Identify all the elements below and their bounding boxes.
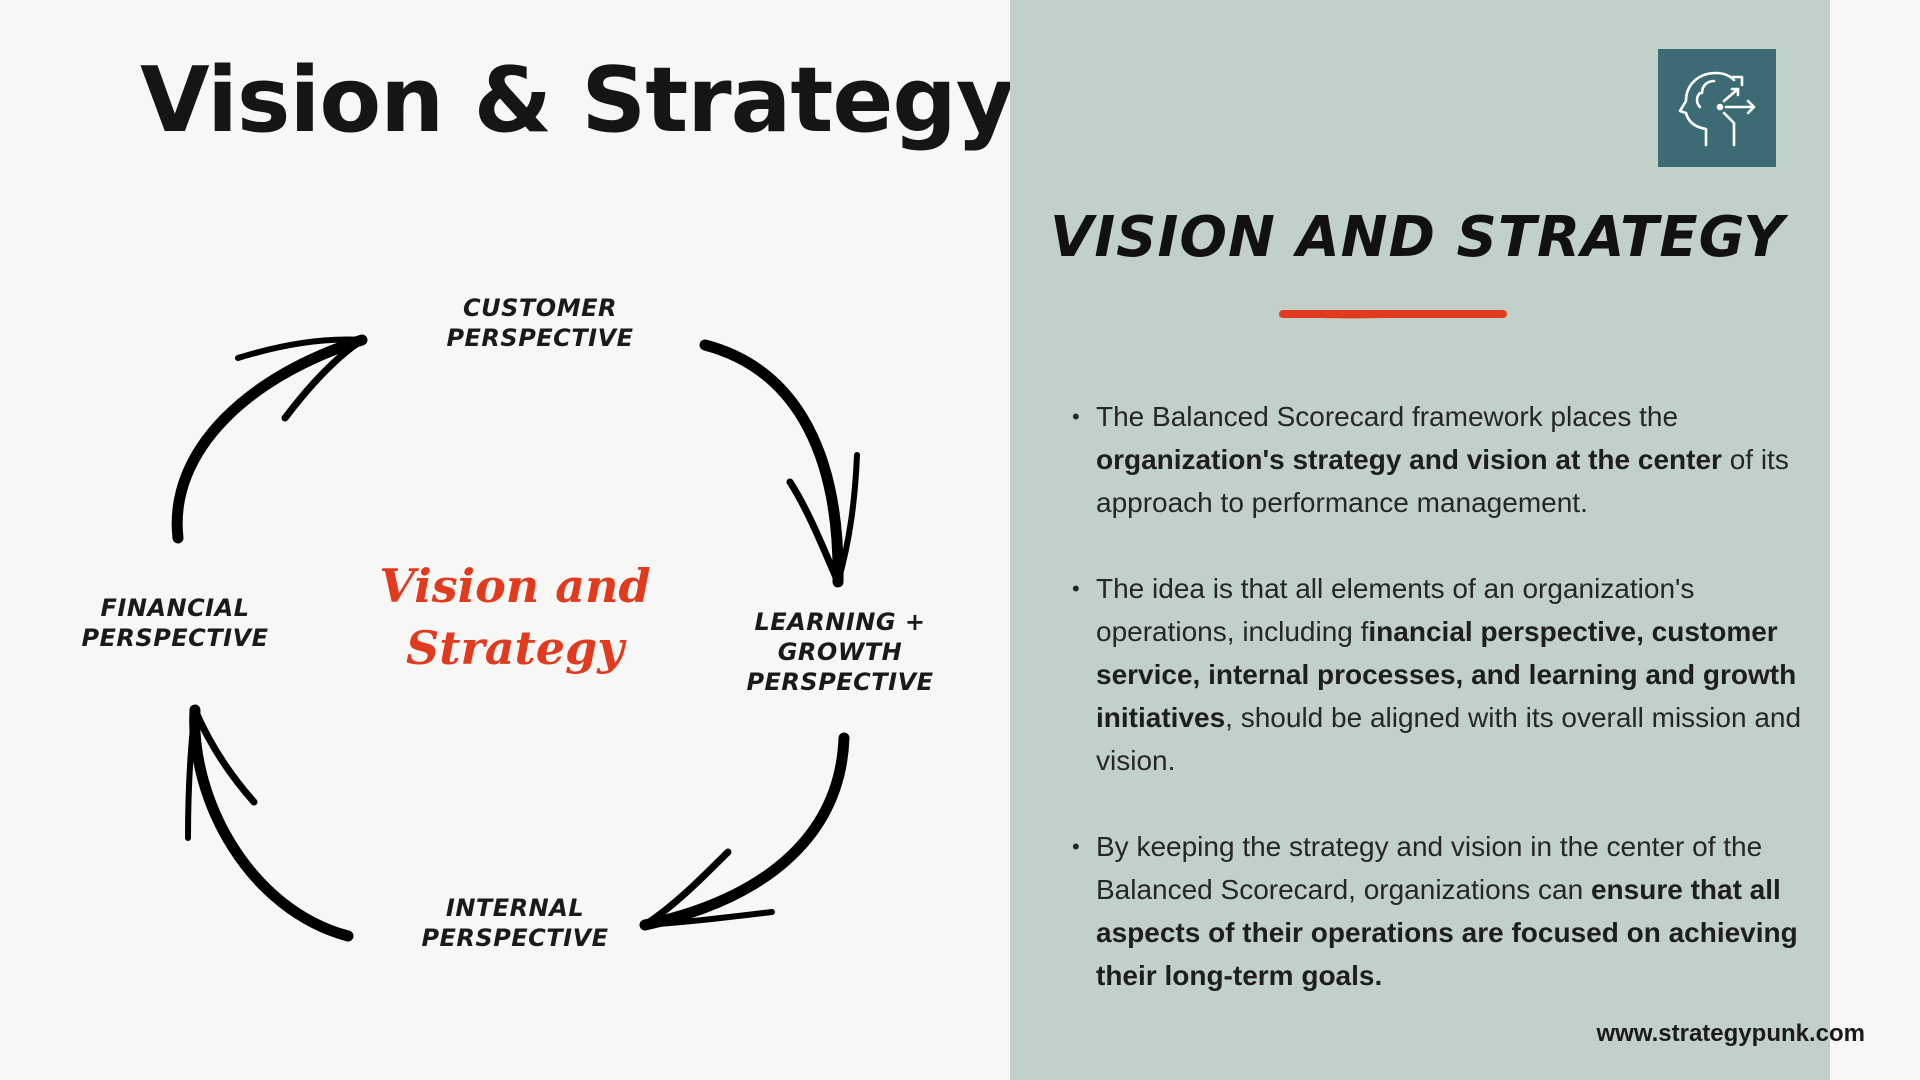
bullet-text: , should be aligned with its overall mis… [1096, 702, 1802, 776]
info-panel: Vision and Strategy The Balanced Scoreca… [1010, 0, 1830, 1080]
arrow-learning-to-internal [639, 732, 850, 931]
arrow-customer-to-learning [699, 339, 860, 588]
arrow-financial-to-customer [171, 334, 368, 544]
right-margin [1830, 0, 1920, 1080]
diagram-area: Vision & Strategy [81, 48, 1015, 952]
bullet-item: The Balanced Scorecard framework places … [1072, 395, 1802, 524]
node-learning-growth-perspective: Learning + Growth Perspective [746, 608, 934, 696]
bullet-bold-text: inancial perspective, customer service, … [1096, 616, 1797, 733]
bullet-item: The idea is that all elements of an orga… [1072, 567, 1802, 782]
center-vision-strategy: Vision and Strategy [379, 559, 651, 675]
bullet-text: The Balanced Scorecard framework places … [1096, 401, 1679, 432]
node-internal-perspective: Internal Perspective [421, 894, 609, 952]
bullet-text: of its approach to performance managemen… [1096, 444, 1789, 518]
page-title: Vision & Strategy [140, 48, 1015, 153]
head-strategy-arrows-icon [1658, 49, 1776, 167]
bullet-text: The idea is that all elements of an orga… [1096, 573, 1695, 647]
node-customer-perspective: Customer Perspective [446, 294, 634, 352]
bullet-bold-text: ensure that all aspects of their operati… [1096, 874, 1798, 991]
panel-heading: Vision and Strategy [1050, 205, 1785, 270]
cycle-arrows [171, 334, 860, 942]
node-financial-perspective: Financial Perspective [81, 594, 269, 652]
arrow-internal-to-financial [185, 704, 354, 942]
bullet-bold-text: organization's strategy and vision at th… [1096, 444, 1722, 475]
bullet-list: The Balanced Scorecard framework places … [1072, 395, 1802, 1040]
bullet-item: By keeping the strategy and vision in th… [1072, 825, 1802, 997]
website-link[interactable]: www.strategypunk.com [1596, 1020, 1866, 1047]
red-brush-underline [1279, 310, 1507, 319]
bullet-text: By keeping the strategy and vision in th… [1096, 831, 1763, 905]
